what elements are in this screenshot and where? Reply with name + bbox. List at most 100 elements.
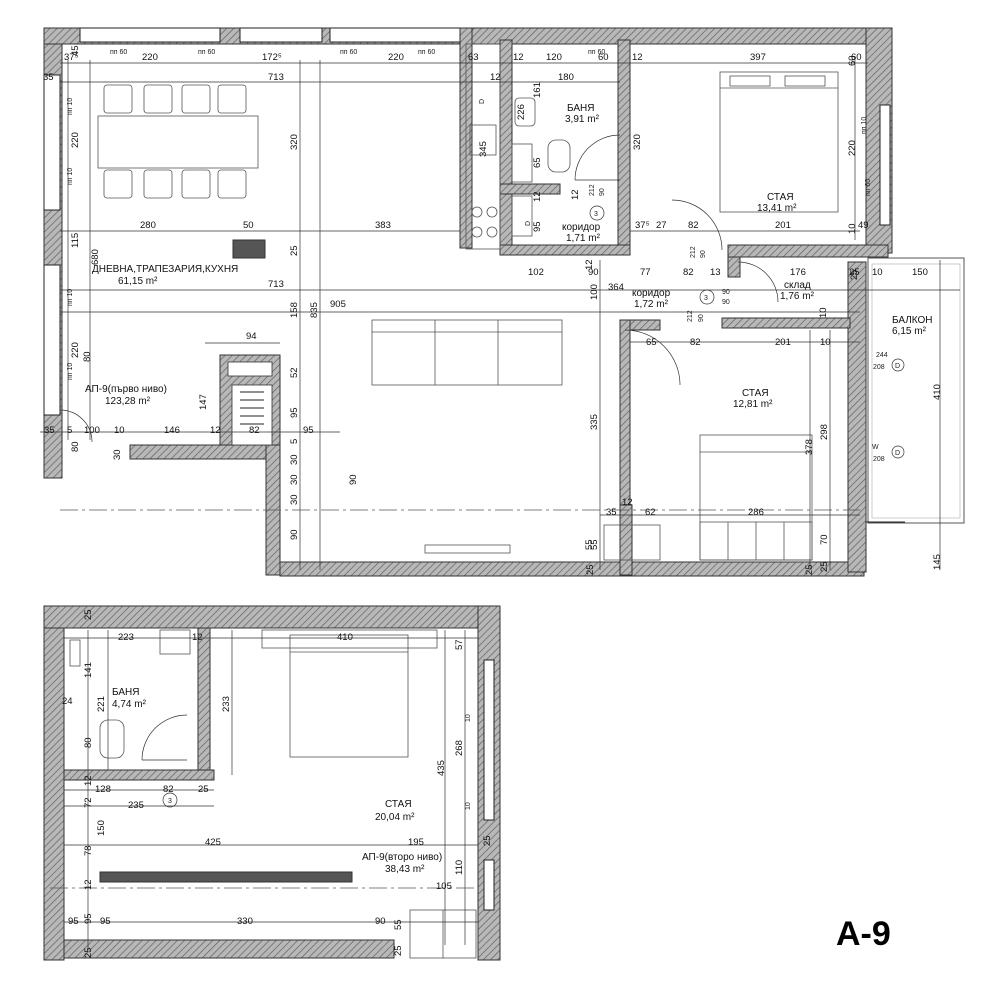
- bath-wall-2: [197, 627, 211, 777]
- svg-text:82: 82: [690, 337, 701, 348]
- south-wall-2: [63, 939, 395, 959]
- room-bath-name: БАНЯ: [567, 103, 594, 114]
- plan-title: A-9: [836, 915, 891, 953]
- svg-text:244: 244: [876, 352, 888, 359]
- dining-table: [97, 84, 259, 199]
- room-living-name: ДНЕВНА,ТРАПЕЗАРИЯ,КУХНЯ: [92, 264, 238, 275]
- svg-text:52: 52: [289, 367, 300, 378]
- svg-text:345: 345: [478, 141, 489, 157]
- svg-text:D: D: [525, 221, 532, 226]
- svg-text:220: 220: [70, 132, 81, 148]
- svg-text:233: 233: [221, 696, 232, 712]
- level1-area: 123,28 m²: [105, 396, 151, 407]
- svg-text:713: 713: [268, 72, 284, 83]
- svg-text:12: 12: [532, 191, 543, 202]
- svg-text:25: 25: [198, 784, 209, 795]
- tv-unit: [424, 544, 511, 554]
- room-corridor2-name: коридор: [632, 288, 671, 299]
- svg-text:212: 212: [690, 246, 697, 258]
- svg-text:680: 680: [90, 249, 101, 265]
- svg-text:90: 90: [599, 188, 606, 196]
- svg-text:10: 10: [847, 223, 858, 234]
- svg-text:90: 90: [289, 529, 300, 540]
- svg-text:3: 3: [594, 211, 598, 218]
- room-balcony-name: БАЛКОН: [892, 315, 933, 326]
- svg-text:100: 100: [84, 425, 100, 436]
- svg-text:50: 50: [243, 220, 254, 231]
- svg-text:5: 5: [67, 425, 72, 436]
- svg-text:410: 410: [337, 632, 353, 643]
- svg-text:115: 115: [70, 233, 81, 248]
- svg-text:60: 60: [598, 52, 609, 63]
- svg-text:62: 62: [645, 507, 656, 518]
- room-bed3-area: 20,04 m²: [375, 812, 415, 823]
- svg-text:221: 221: [96, 696, 107, 712]
- svg-text:220: 220: [142, 52, 158, 63]
- sofa: [371, 319, 563, 386]
- svg-text:286: 286: [748, 507, 764, 518]
- wardrobe-2: [409, 909, 477, 959]
- svg-text:95: 95: [289, 407, 300, 418]
- svg-text:12: 12: [83, 775, 94, 786]
- svg-text:102: 102: [528, 267, 544, 278]
- room-corridor1-name: коридор: [562, 222, 601, 233]
- svg-text:90: 90: [722, 299, 730, 306]
- svg-text:25: 25: [83, 609, 94, 620]
- svg-text:100: 100: [589, 284, 600, 300]
- wardrobe: [603, 521, 813, 561]
- svg-text:90: 90: [700, 250, 707, 258]
- svg-text:120: 120: [546, 52, 562, 63]
- svg-text:141: 141: [83, 662, 94, 678]
- svg-text:90: 90: [375, 916, 386, 927]
- svg-text:90: 90: [588, 267, 599, 278]
- svg-text:пп 10: пп 10: [67, 168, 74, 185]
- west-wall-2: [43, 605, 65, 961]
- staircase: [219, 354, 281, 446]
- svg-text:223: 223: [118, 632, 134, 643]
- svg-text:60: 60: [851, 52, 862, 63]
- svg-text:435: 435: [436, 760, 447, 776]
- bathroom-fixtures: [511, 97, 571, 237]
- svg-text:27: 27: [656, 220, 667, 231]
- svg-text:280: 280: [140, 220, 156, 231]
- svg-text:226: 226: [516, 104, 527, 120]
- svg-text:пп 60: пп 60: [865, 179, 872, 196]
- svg-text:12: 12: [570, 189, 581, 200]
- room-bed1-area: 13,41 m²: [757, 203, 797, 214]
- svg-text:12: 12: [83, 879, 94, 890]
- bath-partition: [499, 183, 561, 195]
- closet-wall: [619, 504, 633, 576]
- svg-text:220: 220: [70, 342, 81, 358]
- svg-text:65: 65: [646, 337, 657, 348]
- svg-text:110: 110: [454, 860, 465, 875]
- svg-text:35: 35: [43, 72, 54, 83]
- room-balcony-area: 6,15 m²: [892, 326, 927, 337]
- svg-text:82: 82: [249, 425, 260, 436]
- svg-text:161: 161: [532, 82, 543, 98]
- svg-text:25: 25: [585, 564, 596, 575]
- svg-text:25: 25: [849, 267, 860, 278]
- svg-text:12: 12: [513, 52, 524, 63]
- windows-2: [483, 659, 495, 911]
- room-bath2-name: БАНЯ: [112, 687, 139, 698]
- svg-text:95: 95: [100, 916, 111, 927]
- svg-text:3: 3: [168, 798, 172, 805]
- svg-text:10: 10: [465, 802, 472, 810]
- svg-text:410: 410: [932, 384, 943, 400]
- svg-text:35: 35: [606, 507, 617, 518]
- svg-text:3: 3: [704, 295, 708, 302]
- svg-text:25: 25: [83, 947, 94, 958]
- svg-text:12: 12: [622, 497, 633, 508]
- room-bath-area: 3,91 m²: [565, 114, 600, 125]
- svg-text:212: 212: [687, 310, 694, 322]
- svg-text:12: 12: [192, 632, 203, 643]
- room-bath2-area: 4,74 m²: [112, 699, 147, 710]
- svg-text:320: 320: [632, 134, 643, 150]
- storage-south-wall: [721, 317, 851, 329]
- svg-text:425: 425: [205, 837, 221, 848]
- svg-text:180: 180: [558, 72, 574, 83]
- svg-text:383: 383: [375, 220, 391, 231]
- svg-text:пп 10: пп 10: [861, 117, 868, 134]
- svg-text:77: 77: [640, 267, 651, 278]
